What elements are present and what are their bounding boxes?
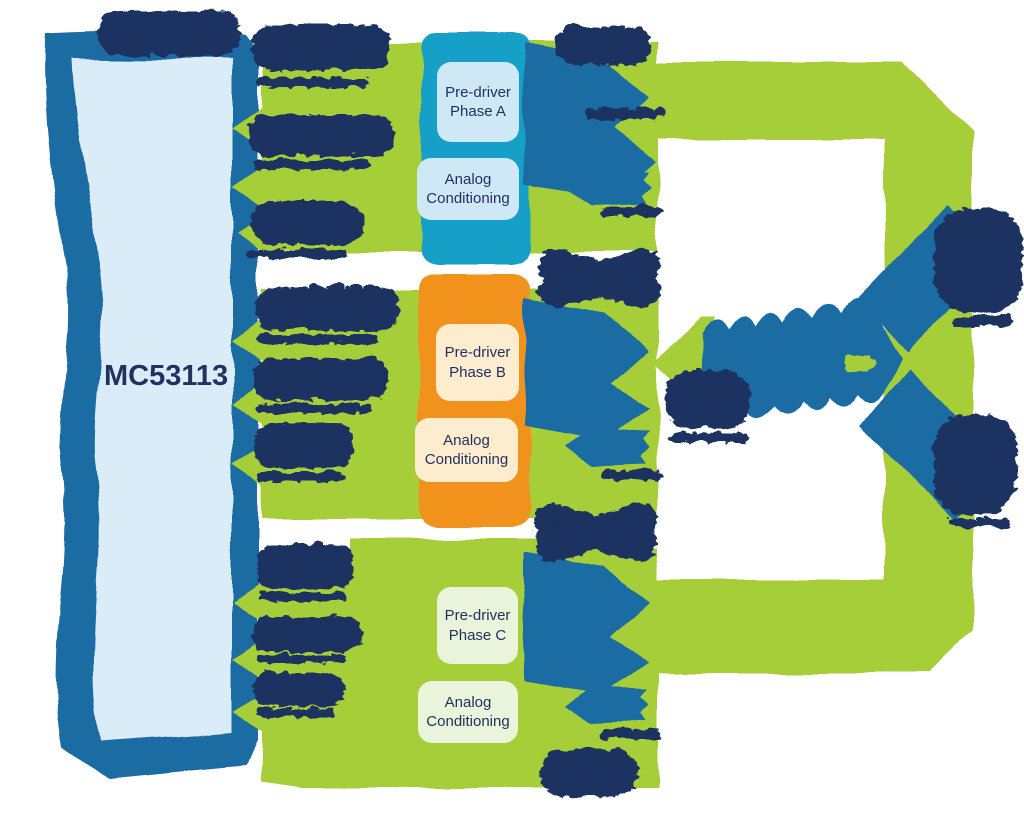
scribble-underline xyxy=(253,706,333,715)
scribble-underline xyxy=(946,516,1008,526)
transistor-scribble-x-2 xyxy=(533,500,655,560)
scribble-underline xyxy=(598,204,660,214)
pre-driver-phase-c-box: Pre-driver Phase C xyxy=(437,587,518,664)
chip-label: MC53113 xyxy=(104,360,229,392)
pre-driver-phase-a-box: Pre-driver Phase A xyxy=(437,62,519,142)
scribble-label xyxy=(538,748,636,794)
analog-conditioning-a-box: Analog Conditioning xyxy=(417,158,519,220)
analog-conditioning-c-box: Analog Conditioning xyxy=(418,681,518,743)
scribble-label xyxy=(250,22,388,68)
scribble-label xyxy=(96,8,238,54)
scribble-underline xyxy=(668,430,746,440)
scribble-underline xyxy=(254,76,366,85)
scribble-label xyxy=(250,356,386,398)
scribble-label xyxy=(254,542,352,586)
gate-drive-arrow-c-high xyxy=(524,552,650,642)
motor-label-scribble xyxy=(662,368,748,426)
scribble-label xyxy=(253,284,397,328)
scribble-underline xyxy=(950,314,1012,324)
feedback-arrow-c xyxy=(564,687,650,723)
scribble-underline xyxy=(254,470,342,479)
scribble-label xyxy=(250,614,360,650)
scribble-underline xyxy=(598,727,660,737)
scribble-underline xyxy=(246,247,344,256)
gate-drive-arrow-b-low xyxy=(524,362,648,440)
chip-block-face xyxy=(72,58,232,742)
motor-winding-left xyxy=(702,298,902,424)
scribble-underline xyxy=(251,158,371,167)
feedback-arrow-a xyxy=(564,170,650,206)
scribble-label xyxy=(250,670,342,704)
analog-conditioning-b-box: Analog Conditioning xyxy=(415,418,518,482)
scribble-underline xyxy=(598,468,660,478)
scribble-label xyxy=(553,24,648,62)
feedback-arrow-b xyxy=(564,429,650,465)
gate-drive-arrow-c-low xyxy=(524,616,648,694)
scribble-underline xyxy=(584,106,662,117)
scribble-underline xyxy=(253,652,345,661)
motor-terminal-scribble-bottom xyxy=(932,412,1014,512)
scribble-label xyxy=(246,112,392,154)
scribble-label xyxy=(249,198,361,242)
scribble-label xyxy=(251,420,351,466)
motor-terminal-scribble-top xyxy=(932,206,1020,310)
scribble-underline xyxy=(257,332,375,341)
motor-star-point-tick xyxy=(843,352,878,368)
scribble-underline xyxy=(257,590,343,599)
scribble-underline xyxy=(253,402,368,411)
pre-driver-phase-b-box: Pre-driver Phase B xyxy=(436,324,519,401)
transistor-scribble-x-1 xyxy=(536,246,658,306)
